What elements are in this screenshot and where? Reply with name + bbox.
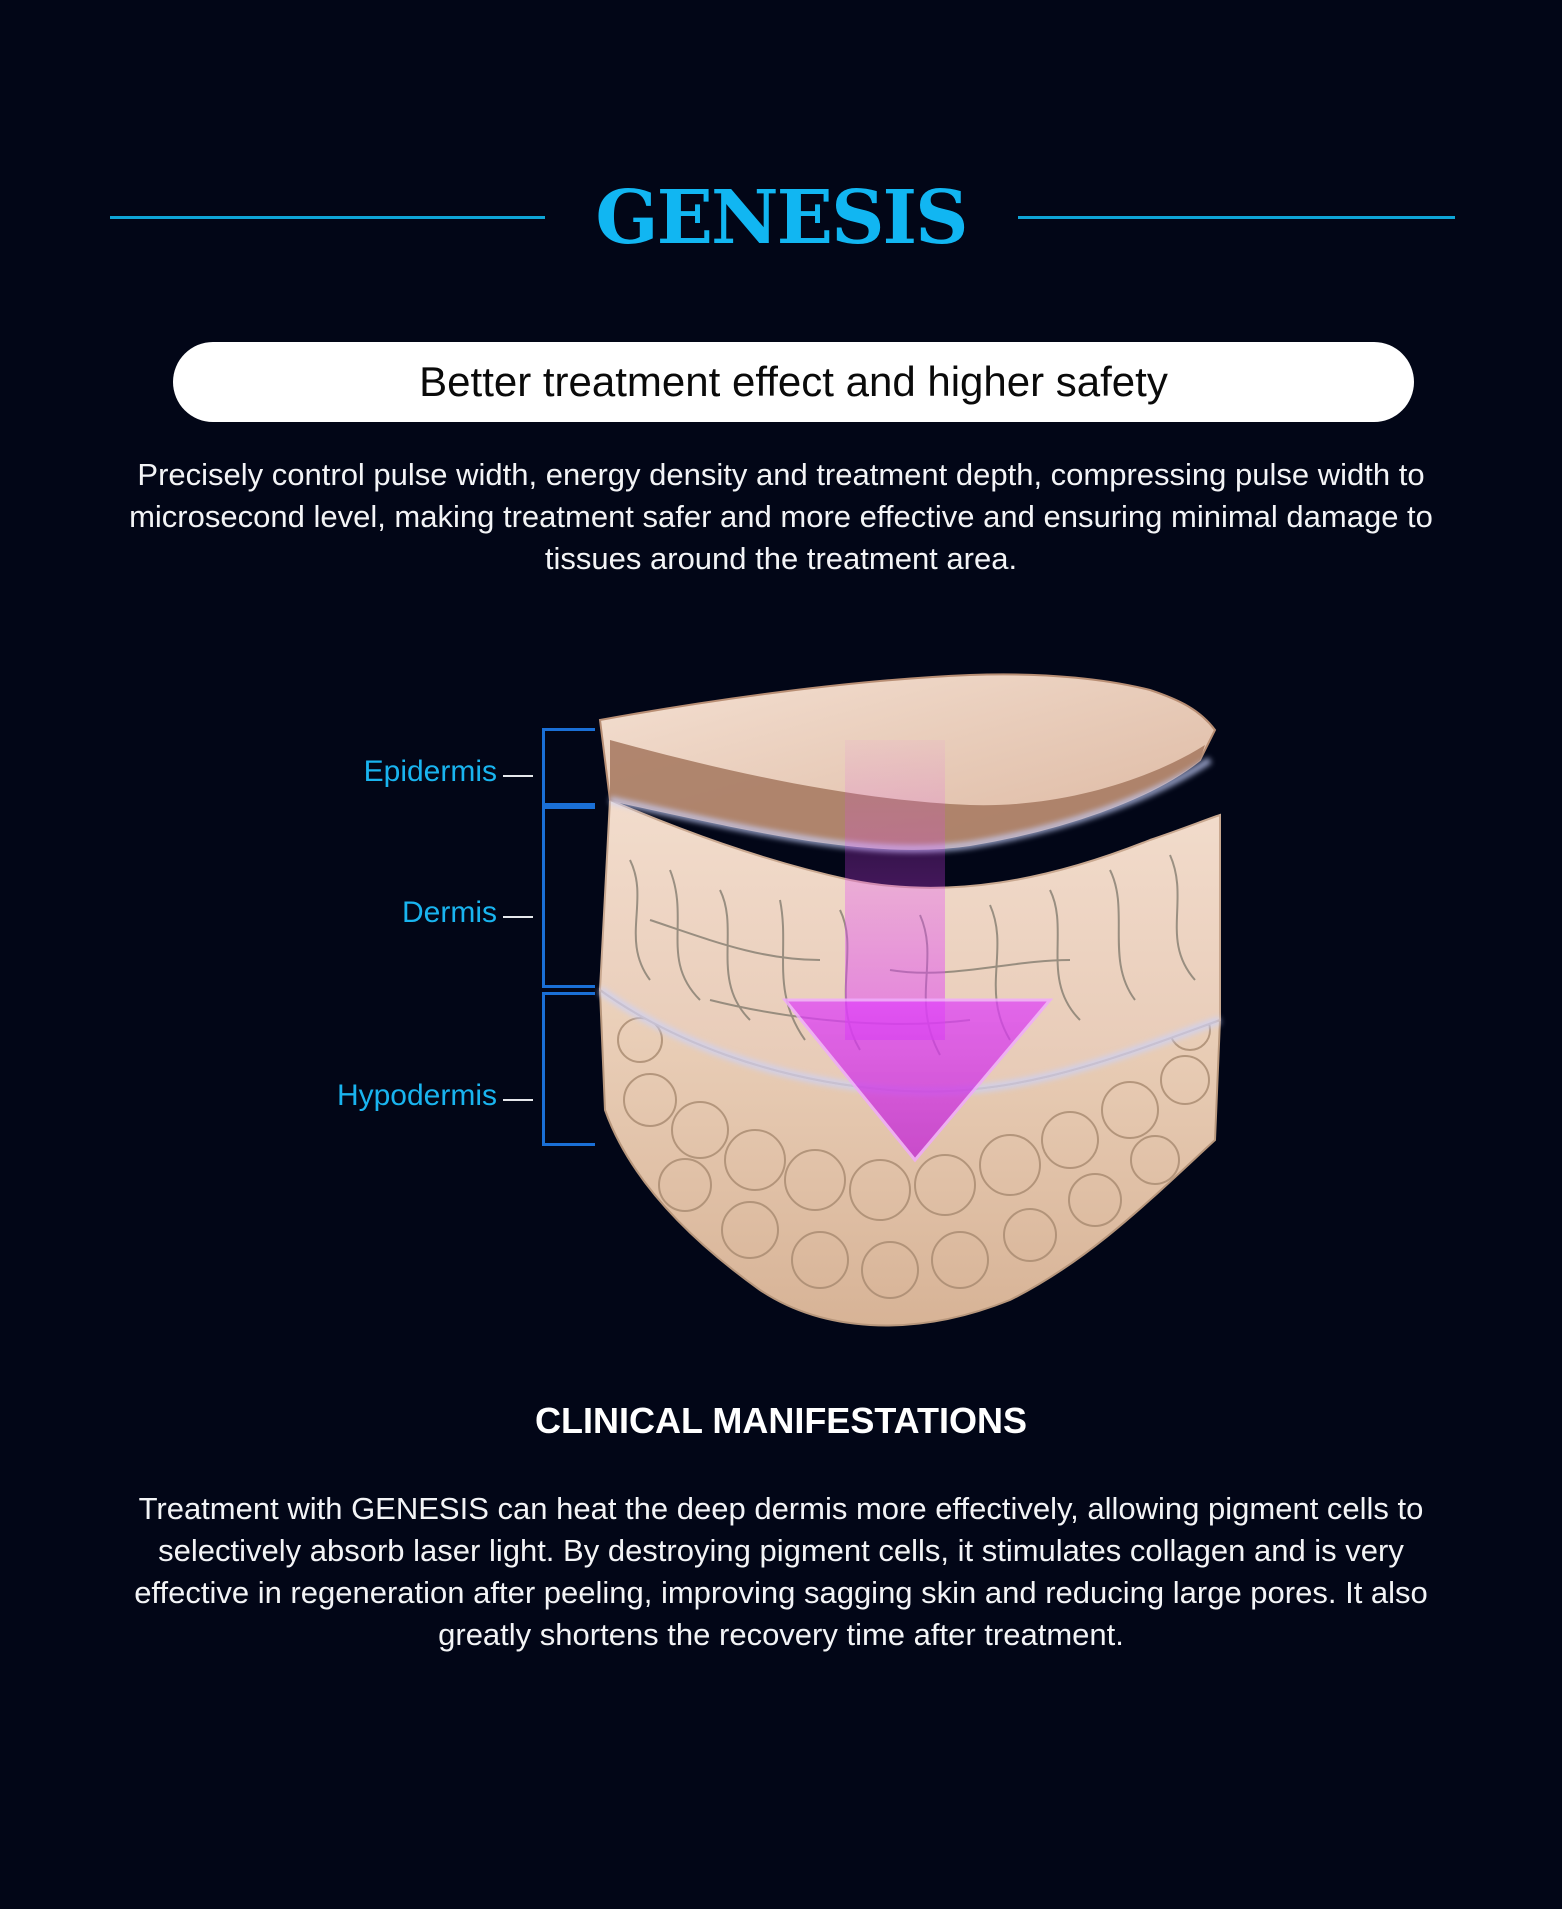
label-dash-epidermis (503, 775, 533, 777)
laser-arrow-head (781, 998, 1054, 1163)
bracket-hypodermis (542, 992, 595, 1146)
banner-pill: Better treatment effect and higher safet… (173, 342, 1414, 422)
title-row: GENESIS (0, 170, 1562, 270)
bracket-dermis (542, 806, 595, 988)
epidermis-edge (610, 740, 1205, 849)
fat-lobules (617, 1009, 1211, 1299)
clinical-heading: CLINICAL MANIFESTATIONS (535, 1400, 1027, 1441)
label-dash-hypodermis (503, 1099, 533, 1101)
label-dermis: Dermis (402, 896, 497, 929)
label-epidermis: Epidermis (363, 755, 497, 788)
laser-arrow-shaft (845, 740, 945, 1040)
title-line-left (110, 216, 545, 219)
page-title: GENESIS (595, 175, 968, 261)
skin-cross-section-illustration (597, 673, 1222, 1327)
title-line-right (1018, 216, 1455, 219)
epidermis-dermis-glow (609, 757, 1212, 853)
label-dash-dermis (503, 916, 533, 918)
intro-paragraph: Precisely control pulse width, energy de… (129, 457, 1433, 576)
bracket-epidermis (542, 728, 595, 806)
clinical-paragraph: Treatment with GENESIS can heat the deep… (134, 1491, 1428, 1652)
label-hypodermis: Hypodermis (336, 1079, 497, 1112)
